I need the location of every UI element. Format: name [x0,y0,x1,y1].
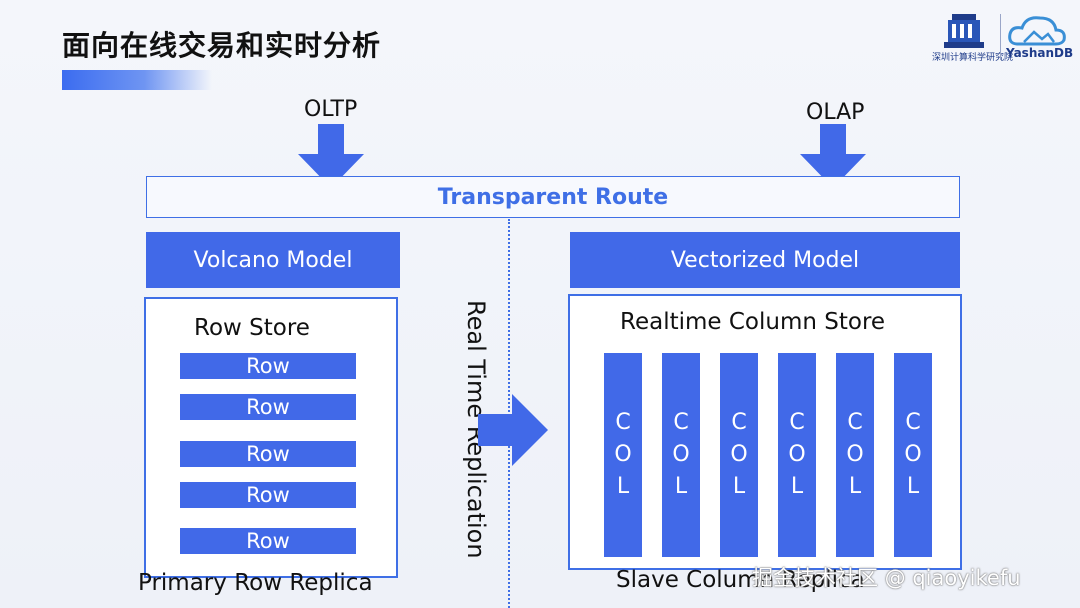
volcano-model-label: Volcano Model [193,247,353,273]
title-accent-bar [62,70,212,90]
slave-column-replica-label: Slave Column Replica [616,567,865,593]
vectorized-model-box: Vectorized Model [570,232,960,288]
institute-logo: 深圳计算科学研究院 [930,10,1013,64]
row-bar-label: Row [246,354,290,378]
column-store-title: Realtime Column Store [620,309,886,335]
column-letter: O [730,442,748,467]
column-letter: C [673,410,689,435]
column-letter: O [904,442,922,467]
olap-down-arrow-icon [800,124,866,188]
cloud-icon [1008,16,1066,46]
row-bar-label: Row [246,529,290,553]
column-letter: C [847,410,863,435]
page-title: 面向在线交易和实时分析 [62,29,382,62]
column-letter: L [906,474,920,499]
column-bar: C O L [778,353,816,557]
replication-right-arrow-icon [478,394,548,466]
column-letter: O [614,442,632,467]
column-letter: O [672,442,690,467]
logo-divider [1000,14,1001,60]
row-bar: Row [180,394,356,420]
column-letter: C [615,410,631,435]
column-letter: C [905,410,921,435]
olap-label: OLAP [806,100,865,125]
column-letter: L [848,474,862,499]
volcano-model-box: Volcano Model [146,232,400,288]
oltp-label: OLTP [304,97,358,122]
column-letter: O [846,442,864,467]
column-bar: C O L [894,353,932,557]
column-bar: C O L [720,353,758,557]
column-letter: O [788,442,806,467]
column-bar: C O L [836,353,874,557]
row-store-title: Row Store [194,315,310,341]
row-bar: Row [180,441,356,467]
institute-logo-text: 深圳计算科学研究院 [932,53,1014,63]
vectorized-model-label: Vectorized Model [670,247,860,273]
column-bar: C O L [662,353,700,557]
column-letter: L [674,474,688,499]
primary-row-replica-label: Primary Row Replica [138,570,373,596]
column-letter: L [790,474,804,499]
oltp-down-arrow-icon [298,124,364,188]
column-letter: L [732,474,746,499]
row-bar-label: Row [246,483,290,507]
transparent-route-box: Transparent Route [146,176,960,218]
row-bar-label: Row [246,442,290,466]
watermark-text: 掘金技术社区 @ qiaoyikefu [752,566,1021,590]
transparent-route-label: Transparent Route [437,184,669,210]
center-divider [508,219,510,608]
column-letter: C [789,410,805,435]
row-bar: Row [180,482,356,508]
yashandb-logo-text: YashanDB [1006,46,1074,60]
yashandb-logo: YashanDB [1004,12,1074,66]
row-bar-label: Row [246,395,290,419]
row-bar: Row [180,353,356,379]
column-bar: C O L [604,353,642,557]
column-letter: L [616,474,630,499]
institute-emblem-icon [944,14,984,48]
column-letter: C [731,410,747,435]
row-bar: Row [180,528,356,554]
